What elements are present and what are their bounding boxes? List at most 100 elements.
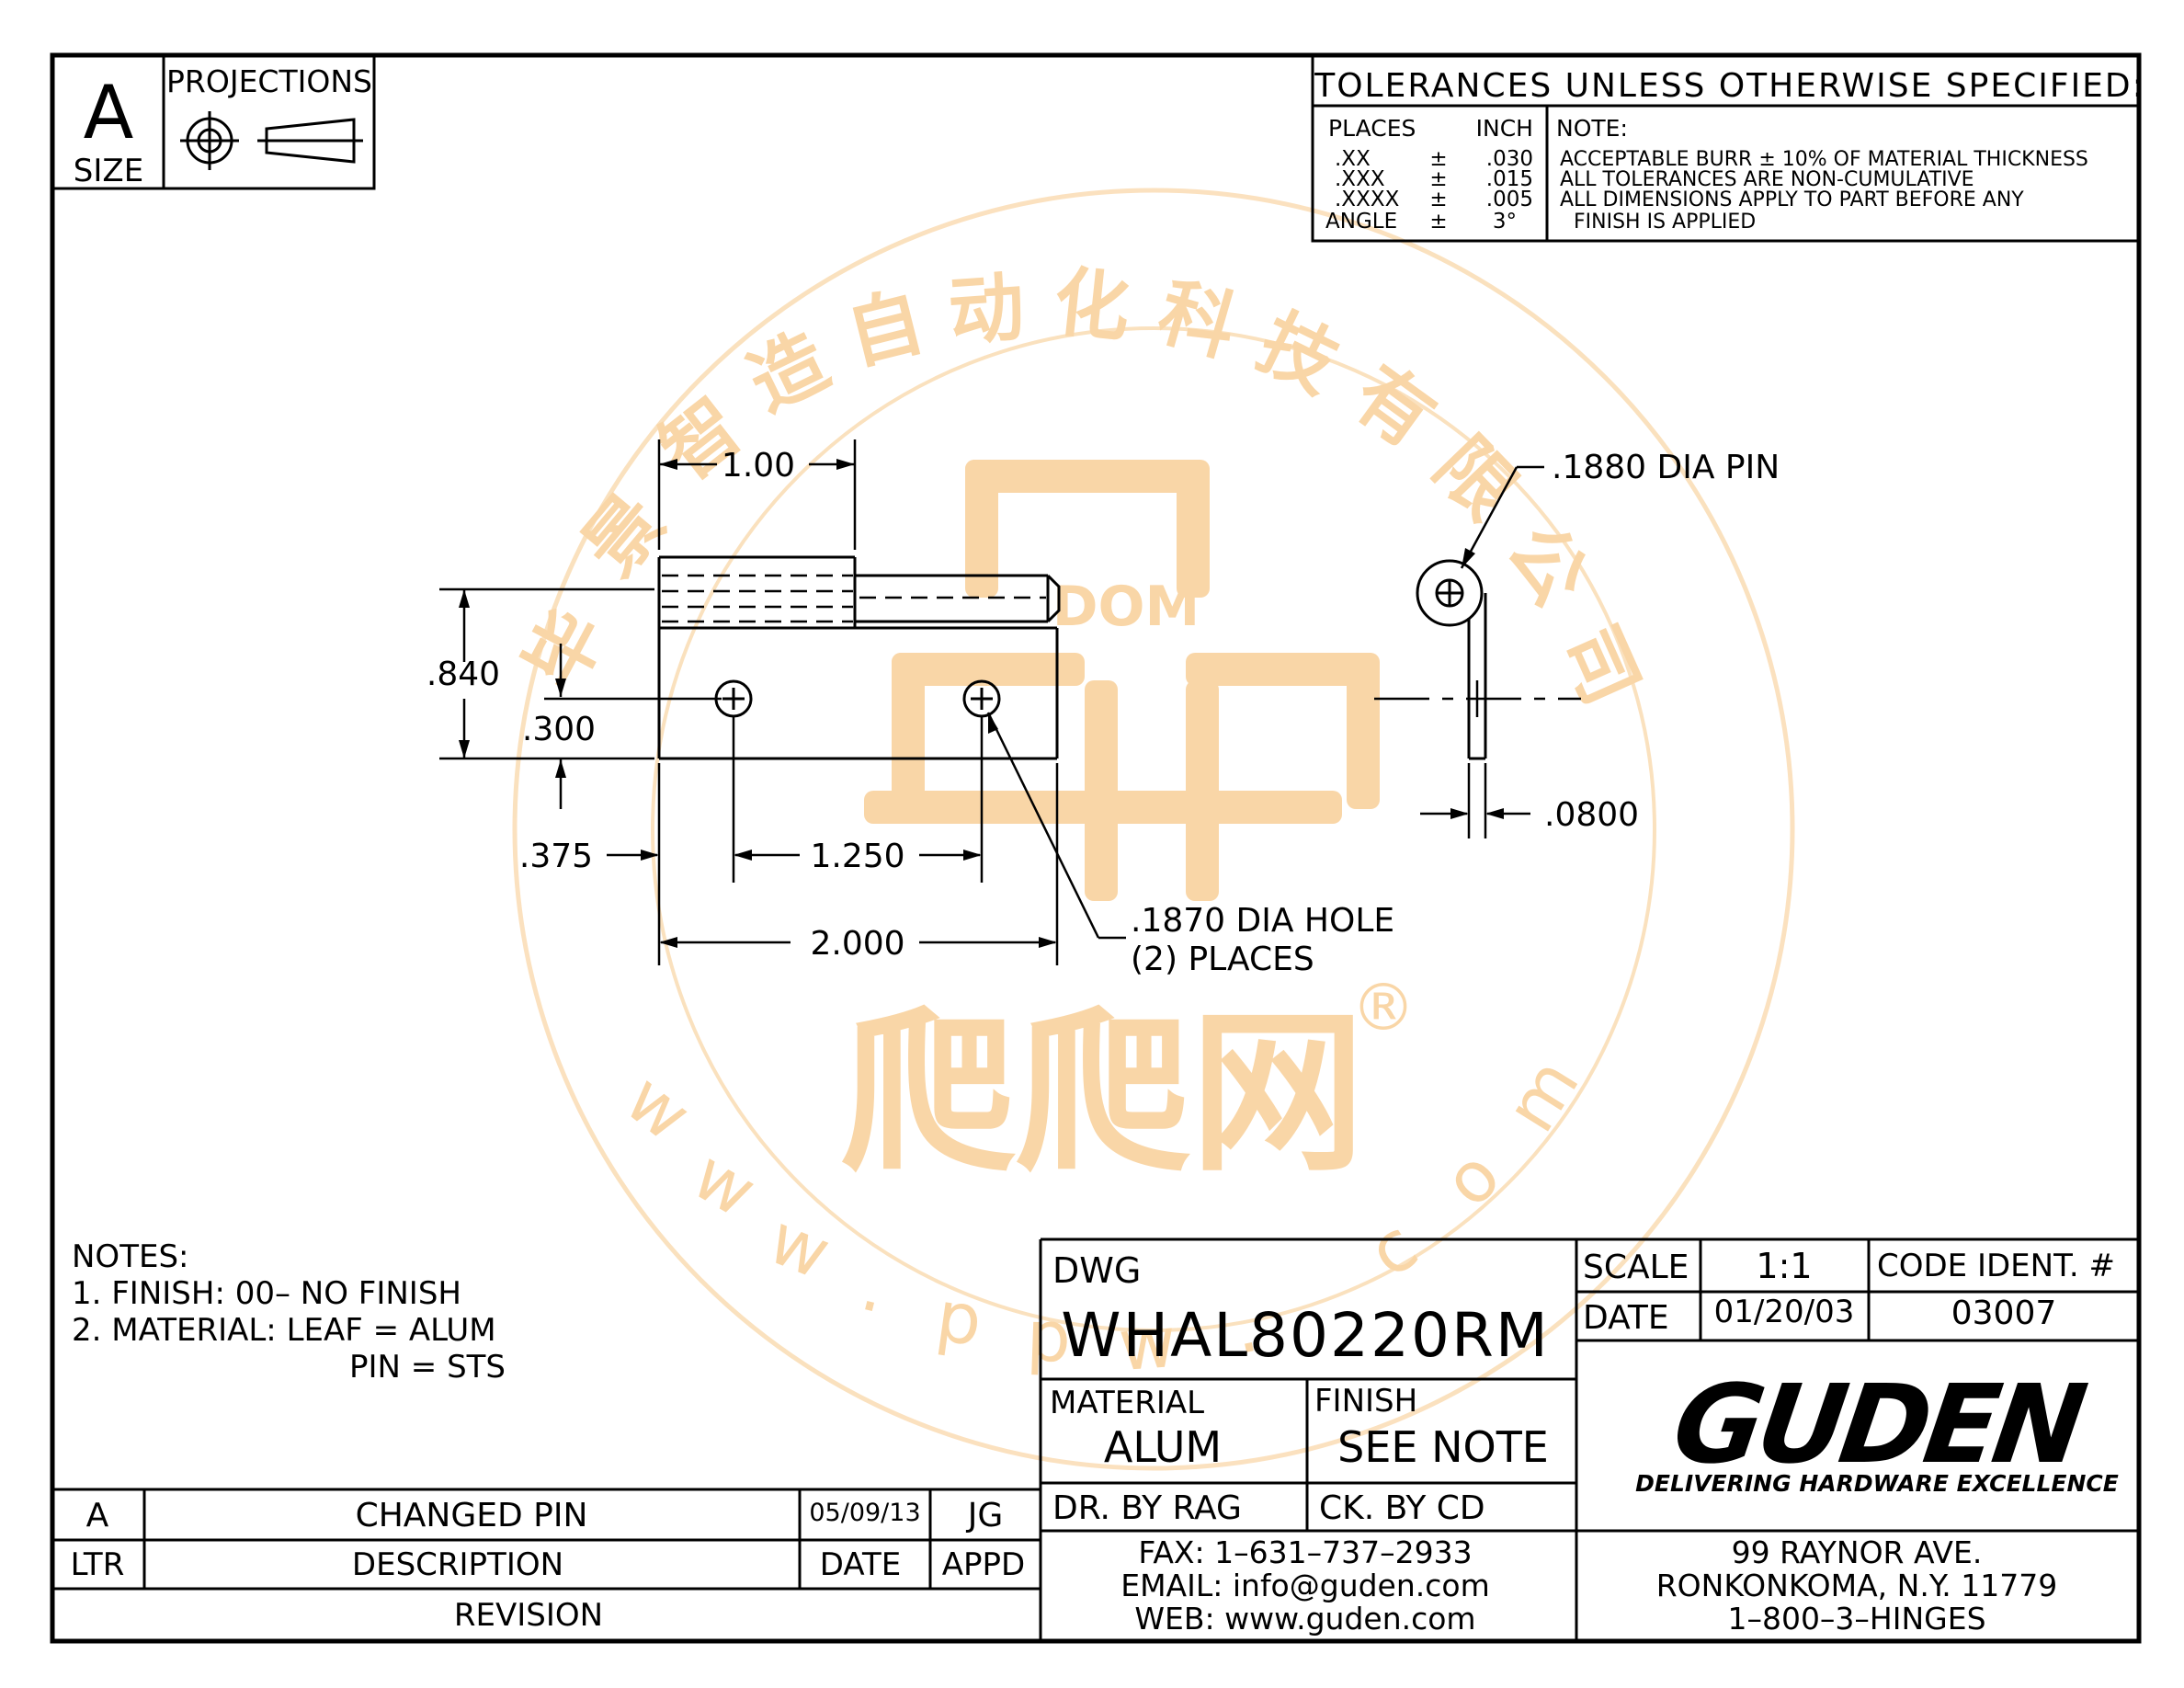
watermark-url-6: p xyxy=(1025,1295,1072,1378)
tolerance-place: ANGLE xyxy=(1325,210,1397,234)
notes-title: NOTES: xyxy=(72,1238,188,1275)
side-view xyxy=(1374,559,1581,760)
watermark-char-10: 有 xyxy=(1337,349,1450,464)
dimension-arrows xyxy=(459,459,1057,948)
watermark-brand-text: 爬爬网 xyxy=(841,992,1365,1195)
address-line-1: 99 RAYNOR AVE. xyxy=(1732,1534,1983,1570)
pin-callout: .1880 DIA PIN xyxy=(1552,449,1780,486)
notes-line-1: 1. FINISH: 00– NO FINISH xyxy=(72,1275,461,1312)
tolerance-pm: ± xyxy=(1429,210,1447,234)
size-label: SIZE xyxy=(74,153,143,189)
watermark-char-5: 自 xyxy=(838,278,933,381)
guden-logo: GUDEN DELIVERING HARDWARE EXCELLENCE xyxy=(1635,1362,2119,1497)
watermark-char-1: 毕 xyxy=(510,597,622,704)
general-notes: NOTES: 1. FINISH: 00– NO FINISH 2. MATER… xyxy=(72,1238,506,1386)
watermark-url-5: p xyxy=(932,1274,987,1362)
dim-height: .840 xyxy=(427,656,500,693)
watermark-dom-text: DOM xyxy=(1052,575,1200,639)
tolerance-value: .005 xyxy=(1486,188,1533,211)
tolerance-note-line: ALL TOLERANCES ARE NON-CUMULATIVE xyxy=(1560,168,1974,191)
material-value: ALUM xyxy=(1104,1422,1222,1472)
watermark-url-2: w xyxy=(679,1134,769,1233)
dwg-label: DWG xyxy=(1052,1250,1141,1291)
revision-block xyxy=(52,1488,1041,1591)
tolerance-pm: ± xyxy=(1429,147,1447,171)
size-letter: A xyxy=(84,70,134,155)
title-block xyxy=(1039,1237,2139,1641)
tolerance-inch-header: INCH xyxy=(1476,115,1533,142)
dim-edge-offset: .375 xyxy=(519,838,593,875)
size-block xyxy=(51,53,376,190)
tolerance-pm: ± xyxy=(1429,188,1447,211)
revision-ltr-header: LTR xyxy=(71,1546,125,1583)
watermark-url-9: c xyxy=(1354,1203,1431,1293)
contact-web: WEB: www.guden.com xyxy=(1134,1601,1475,1637)
material-label: MATERIAL xyxy=(1050,1385,1204,1421)
tolerance-pm: ± xyxy=(1429,167,1447,191)
revision-appd-header: APPD xyxy=(942,1546,1025,1583)
title-block-text: DWG WHAL80220RM MATERIAL ALUM FINISH SEE… xyxy=(1050,1246,2115,1637)
tolerance-header: TOLERANCES UNLESS OTHERWISE SPECIFIED: xyxy=(1314,67,2145,105)
finish-value: SEE NOTE xyxy=(1337,1422,1549,1472)
watermark-url-10: o xyxy=(1428,1135,1516,1222)
revision-footer: REVISION xyxy=(454,1597,603,1634)
tolerance-value: 3° xyxy=(1493,210,1517,234)
code-ident-label: CODE IDENT. # xyxy=(1877,1248,2115,1284)
revision-appd: JG xyxy=(966,1497,1004,1534)
tolerance-value: .015 xyxy=(1486,167,1533,191)
watermark-char-9: 技 xyxy=(1245,299,1350,410)
tolerance-places-header: PLACES xyxy=(1328,115,1416,142)
watermark-char-7: 化 xyxy=(1050,258,1133,353)
revision-date-header: DATE xyxy=(820,1546,901,1583)
checked-by: CK. BY CD xyxy=(1319,1489,1485,1527)
pin-tip xyxy=(1046,574,1061,623)
pin-end-circle xyxy=(1416,559,1484,627)
tolerance-note-line: ALL DIMENSIONS APPLY TO PART BEFORE ANY xyxy=(1560,188,2024,211)
date-label: DATE xyxy=(1583,1299,1669,1337)
revision-ltr: A xyxy=(86,1497,109,1534)
dim-thickness: .0800 xyxy=(1544,796,1639,834)
watermark-char-12: 公 xyxy=(1489,509,1604,621)
hole-callout-line-1: .1870 DIA HOLE xyxy=(1131,902,1394,940)
dwg-number: WHAL80220RM xyxy=(1061,1300,1550,1371)
front-view xyxy=(657,555,1061,760)
revision-text: A CHANGED PIN 05/09/13 JG LTR DESCRIPTIO… xyxy=(71,1497,1026,1634)
tolerance-place: .XX xyxy=(1335,147,1371,171)
watermark-char-11: 限 xyxy=(1417,421,1532,536)
hidden-lines xyxy=(662,574,1046,623)
code-ident-value: 03007 xyxy=(1951,1295,2057,1332)
drawn-by: DR. BY RAG xyxy=(1052,1489,1242,1527)
dim-hole-spacing: 1.250 xyxy=(810,838,904,875)
third-angle-projection-icon xyxy=(180,111,363,170)
side-dimension-arrows xyxy=(1450,548,1504,819)
guden-tagline: DELIVERING HARDWARE EXCELLENCE xyxy=(1635,1470,2119,1497)
revision-description-header: DESCRIPTION xyxy=(352,1546,563,1583)
tolerance-note-line: ACCEPTABLE BURR ± 10% OF MATERIAL THICKN… xyxy=(1560,148,2088,171)
dim-overall-width: 2.000 xyxy=(810,925,904,963)
hole-right xyxy=(962,679,1001,718)
scale-label: SCALE xyxy=(1583,1249,1689,1286)
watermark-url-7: w xyxy=(1116,1301,1178,1386)
projections-label: PROJECTIONS xyxy=(166,63,372,99)
watermark-char-6: 动 xyxy=(946,264,1027,356)
phone: 1–800–3–HINGES xyxy=(1727,1601,1985,1637)
tolerance-rows: .XX ± .030 .XXX ± .015 .XXXX ± .005 ANGL… xyxy=(1325,147,1533,234)
notes-line-3: PIN = STS xyxy=(349,1349,506,1386)
guden-logo-text: GUDEN xyxy=(1666,1362,2092,1488)
watermark-char-8: 科 xyxy=(1149,268,1246,373)
tolerance-block xyxy=(1311,53,2141,243)
tolerance-notes: ACCEPTABLE BURR ± 10% OF MATERIAL THICKN… xyxy=(1560,148,2088,234)
revision-date: 05/09/13 xyxy=(809,1499,920,1527)
scale-value: 1:1 xyxy=(1756,1246,1812,1286)
tolerance-note-line: FINISH IS APPLIED xyxy=(1574,211,1756,234)
sheet-border xyxy=(50,52,2142,1644)
dim-hole-height: .300 xyxy=(522,711,596,748)
dimension-lines xyxy=(439,439,1126,965)
tolerance-place: .XXXX xyxy=(1335,188,1400,211)
notes-line-2: 2. MATERIAL: LEAF = ALUM xyxy=(72,1312,496,1349)
dim-top-width: 1.00 xyxy=(722,447,795,485)
hole-callout-line-2: (2) PLACES xyxy=(1131,941,1314,978)
revision-description: CHANGED PIN xyxy=(356,1497,588,1534)
tolerance-value: .030 xyxy=(1486,147,1533,171)
